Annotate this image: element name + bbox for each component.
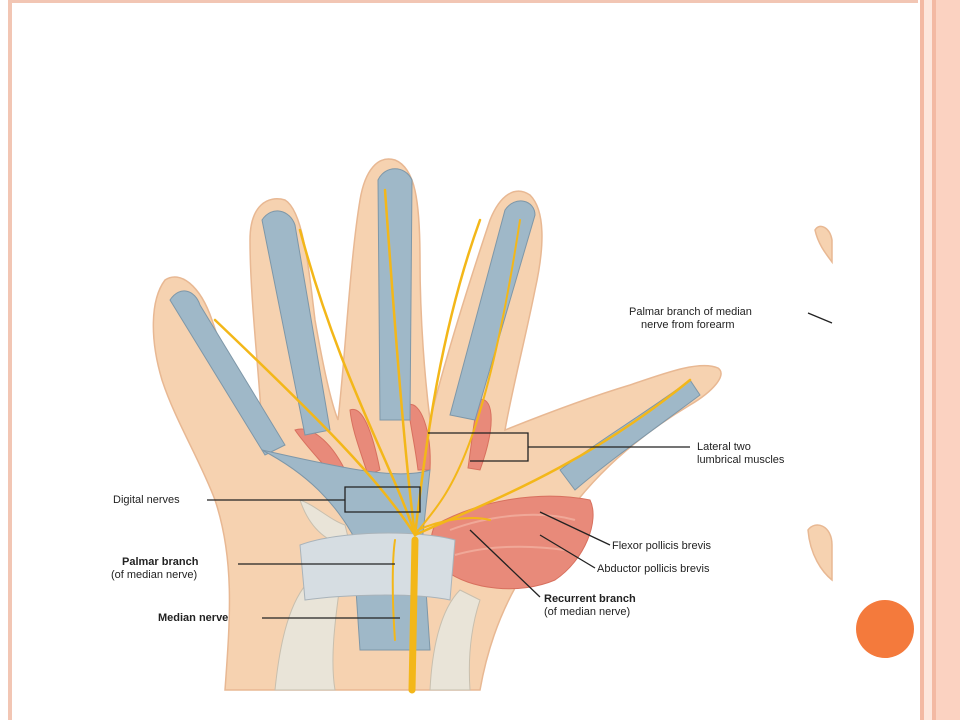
thenar-muscles [430,495,594,590]
label-recurrent-branch: Recurrent branch [544,593,636,605]
median-nerve-branches [213,188,692,694]
label-palmar-branch-forearm-line2: nerve from forearm [641,319,735,331]
label-flexor-pollicis-brevis: Flexor pollicis brevis [612,540,712,552]
slide-border-top [8,0,922,3]
label-palmar-branch: Palmar branch [122,556,199,568]
label-recurrent-branch-sub: (of median nerve) [544,606,631,618]
label-palmar-branch-sub: (of median nerve) [111,569,198,581]
label-median-nerve: Median nerve [158,612,229,624]
flexor-retinaculum [299,532,456,601]
label-lateral-two-line2: lumbrical muscles [697,454,785,466]
slide-border-left [8,0,12,720]
orange-accent-dot [856,600,914,658]
slide-decor-stripes [918,0,960,720]
label-leader-lines [207,312,833,619]
label-lateral-two-line1: Lateral two [697,441,751,453]
label-digital-nerves: Digital nerves [113,494,180,506]
label-abductor-pollicis-brevis: Abductor pollicis brevis [597,563,710,575]
label-palmar-branch-forearm-line1: Palmar branch of median [629,306,752,318]
